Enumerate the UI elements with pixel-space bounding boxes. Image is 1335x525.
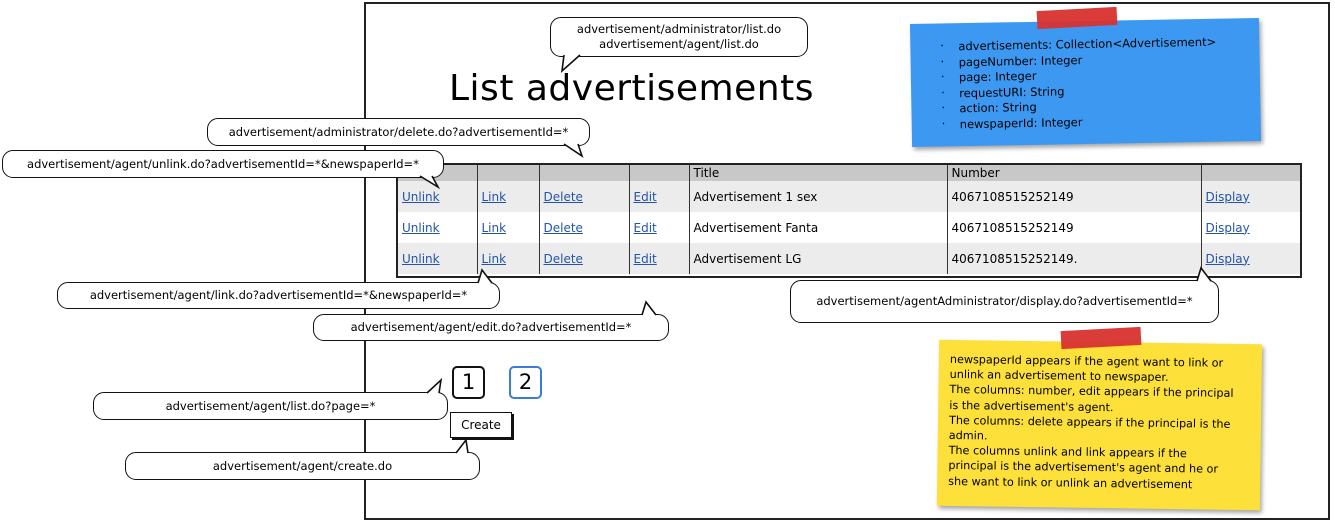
edit-link[interactable]: Edit [633,189,657,204]
table-row: Unlink Link Delete Edit Advertisement LG… [398,243,1300,274]
number-cell: 4067108515252149 [947,212,1202,243]
display-link[interactable]: Display [1205,220,1250,235]
unlink-link[interactable]: Unlink [402,251,440,266]
table-row: Unlink Link Delete Edit Advertisement 1 … [398,181,1300,212]
column-header [629,165,690,181]
link-link[interactable]: Link [481,220,507,235]
column-header-number: Number [947,165,1202,181]
advertisements-table: Title Number Unlink Link Delete Edit Adv… [396,163,1302,278]
edit-link[interactable]: Edit [633,220,657,235]
delete-link[interactable]: Delete [543,220,583,235]
number-cell: 4067108515252149 [947,181,1202,212]
callout-tail [1196,266,1212,282]
model-attributes-list: advertisements: Collection<Advertisement… [940,34,1251,133]
page-title: List advertisements [449,68,814,109]
callout-tail [563,143,584,158]
callout-create: advertisement/agent/create.do [125,452,480,480]
callout-display: advertisement/agentAdministrator/display… [790,280,1219,323]
page-2-button[interactable]: 2 [509,366,542,399]
create-button[interactable]: Create [450,412,512,438]
delete-link[interactable]: Delete [543,189,583,204]
callout-list-paths: advertisement/administrator/list.do adve… [550,17,808,57]
callout-text: advertisement/administrator/list.do [576,22,782,36]
link-link[interactable]: Link [481,189,507,204]
callout-tail [560,54,581,74]
callout-edit: advertisement/agent/edit.do?advertisemen… [313,314,669,341]
title-cell: Advertisement LG [689,243,948,274]
table-header-row: Title Number [398,165,1300,181]
display-link[interactable]: Display [1205,189,1250,204]
column-header [1201,165,1300,181]
unlink-link[interactable]: Unlink [402,189,440,204]
callout-tail [641,300,657,316]
callout-delete: advertisement/administrator/delete.do?ad… [207,118,590,146]
column-header [539,165,630,181]
number-cell: 4067108515252149. [947,243,1202,274]
column-header-title: Title [689,165,948,181]
edit-link[interactable]: Edit [633,251,657,266]
callout-link: advertisement/agent/link.do?advertisemen… [57,282,500,309]
callout-unlink: advertisement/agent/unlink.do?advertisem… [2,150,444,178]
title-cell: Advertisement 1 sex [689,181,948,212]
unlink-link[interactable]: Unlink [402,220,440,235]
callout-text: advertisement/agent/list.do [599,37,759,51]
callout-tail [477,268,493,284]
column-header [477,165,540,181]
display-link[interactable]: Display [1205,251,1250,266]
callout-tail [455,438,469,454]
rules-note: newspaperId appears if the agent want to… [936,339,1263,511]
link-link[interactable]: Link [481,251,507,266]
callout-tail [419,175,441,190]
callout-paging: advertisement/agent/list.do?page=* [93,392,448,420]
model-attributes-note: advertisements: Collection<Advertisement… [909,17,1262,148]
table-row: Unlink Link Delete Edit Advertisement Fa… [398,212,1300,243]
page-1-button[interactable]: 1 [452,366,485,399]
delete-link[interactable]: Delete [543,251,583,266]
callout-tail [426,377,443,394]
title-cell: Advertisement Fanta [689,212,948,243]
